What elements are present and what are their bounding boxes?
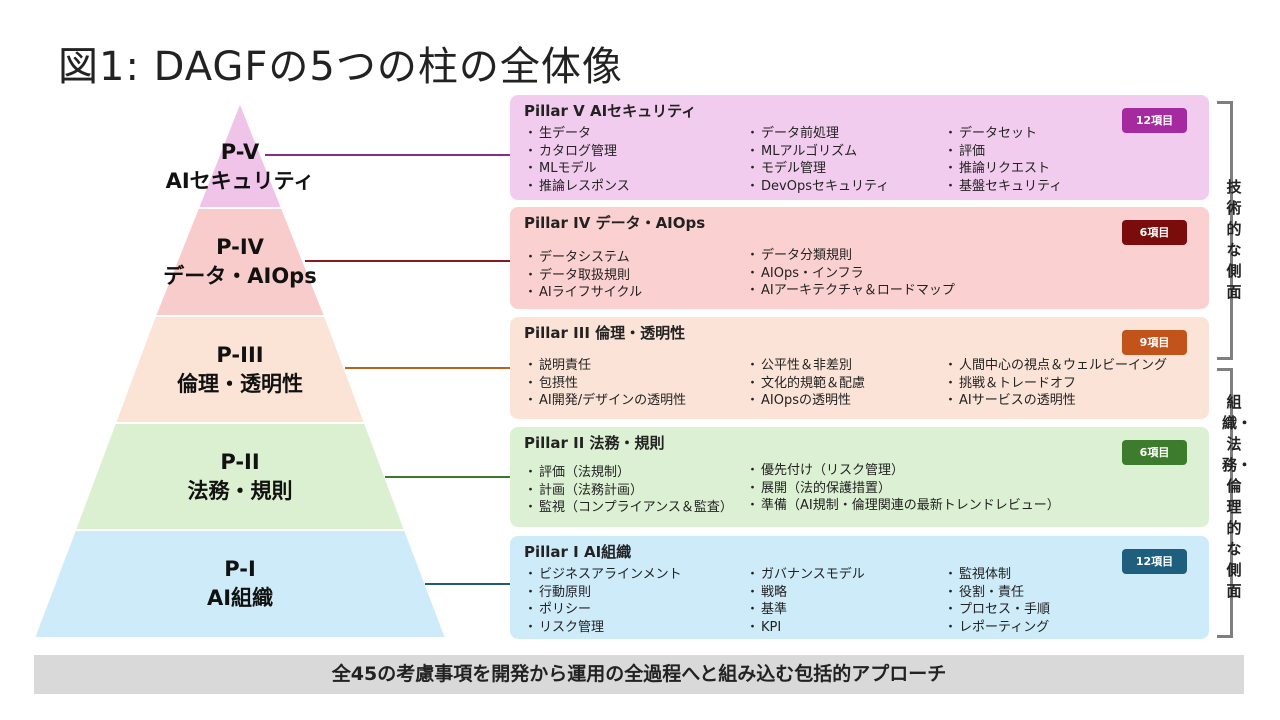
list-item: データ取扱規則 <box>524 267 642 285</box>
list-item: 生データ <box>524 125 630 143</box>
pillar-card-title: Pillar III 倫理・透明性 <box>524 324 686 342</box>
item-column: 公平性＆非差別 文化的規範＆配慮 AIOpsの透明性 <box>746 357 865 410</box>
pyramid-label-id: P-V <box>220 140 260 164</box>
list-item: 包摂性 <box>524 375 686 393</box>
pyramid-label-name: データ・AIOps <box>163 264 317 288</box>
item-column: 人間中心の視点＆ウェルビーイング 挑戦＆トレードオフ AIサービスの透明性 <box>944 357 1167 410</box>
item-column: データ分類規則 AIOps・インフラ AIアーキテクチャ＆ロードマップ <box>746 247 955 300</box>
item-count-badge: 12項目 <box>1122 108 1187 133</box>
list-item: 推論リクエスト <box>944 160 1062 178</box>
pyramid-label-4: P-IV データ・AIOps <box>110 233 370 291</box>
organizational-bracket <box>1217 368 1233 638</box>
item-column: データシステム データ取扱規則 AIライフサイクル <box>524 249 642 302</box>
list-item: 準備（AI規制・倫理関連の最新トレンドレビュー） <box>746 497 1060 515</box>
list-item: 計画（法務計画） <box>524 482 733 500</box>
pyramid-layer-1 <box>32 529 448 639</box>
list-item: MLモデル <box>524 160 630 178</box>
item-column: 生データ カタログ管理 MLモデル 推論レスポンス <box>524 125 630 195</box>
pyramid-label-2: P-II 法務・規則 <box>110 448 370 506</box>
list-item: 戦略 <box>746 584 865 602</box>
item-count-badge: 6項目 <box>1122 440 1187 465</box>
pillar-card-2: Pillar II 法務・規則 6項目 評価（法規制） 計画（法務計画） 監視（… <box>510 427 1209 527</box>
technical-bracket <box>1217 101 1233 360</box>
list-item: MLアルゴリズム <box>746 143 889 161</box>
list-item: AIOpsの透明性 <box>746 392 865 410</box>
list-item: 展開（法的保護措置） <box>746 480 1060 498</box>
item-column: 優先付け（リスク管理） 展開（法的保護措置） 準備（AI規制・倫理関連の最新トレ… <box>746 462 1060 515</box>
item-column: データセット 評価 推論リクエスト 基盤セキュリティ <box>944 125 1062 195</box>
list-item: ビジネスアラインメント <box>524 566 682 584</box>
pyramid-label-name: 法務・規則 <box>187 479 293 503</box>
list-item: 推論レスポンス <box>524 178 630 196</box>
pyramid-label-id: P-III <box>216 343 264 367</box>
list-item: AIアーキテクチャ＆ロードマップ <box>746 282 955 300</box>
list-item: AIライフサイクル <box>524 284 642 302</box>
pillar-card-title: Pillar IV データ・AIOps <box>524 214 706 232</box>
list-item: 行動原則 <box>524 584 682 602</box>
pyramid-label-name: 倫理・透明性 <box>177 372 303 396</box>
item-count-badge: 6項目 <box>1122 220 1187 245</box>
list-item: 説明責任 <box>524 357 686 375</box>
list-item: データ前処理 <box>746 125 889 143</box>
list-item: 監視（コンプライアンス＆監査） <box>524 499 733 517</box>
list-item: 公平性＆非差別 <box>746 357 865 375</box>
list-item: 役割・責任 <box>944 584 1050 602</box>
item-column: データ前処理 MLアルゴリズム モデル管理 DevOpsセキュリティ <box>746 125 889 195</box>
pillar-card-title: Pillar V AIセキュリティ <box>524 102 697 120</box>
pillar-card-title: Pillar II 法務・規則 <box>524 434 665 452</box>
list-item: DevOpsセキュリティ <box>746 178 889 196</box>
list-item: 優先付け（リスク管理） <box>746 462 1060 480</box>
summary-banner: 全45の考慮事項を開発から運用の全過程へと組み込む包括的アプローチ <box>34 655 1244 694</box>
item-column: 監視体制 役割・責任 プロセス・手順 レポーティング <box>944 566 1050 636</box>
pillar-card-title: Pillar I AI組織 <box>524 543 632 561</box>
pillar-card-3: Pillar III 倫理・透明性 9項目 説明責任 包摂性 AI開発/デザイン… <box>510 317 1209 419</box>
organizational-aspect-label: 組織・法務・倫理的な側面 <box>1222 393 1253 600</box>
list-item: 評価（法規制） <box>524 464 733 482</box>
item-column: ビジネスアラインメント 行動原則 ポリシー リスク管理 <box>524 566 682 636</box>
pyramid-label-id: P-IV <box>216 235 264 259</box>
list-item: KPI <box>746 619 865 637</box>
list-item: データセット <box>944 125 1062 143</box>
pyramid-label-5: P-V AIセキュリティ <box>110 138 370 196</box>
item-column: 評価（法規制） 計画（法務計画） 監視（コンプライアンス＆監査） <box>524 464 733 517</box>
list-item: 人間中心の視点＆ウェルビーイング <box>944 357 1167 375</box>
list-item: 文化的規範＆配慮 <box>746 375 865 393</box>
list-item: プロセス・手順 <box>944 601 1050 619</box>
technical-aspect-label: 技術的な側面 <box>1226 178 1242 301</box>
pillar-card-4: Pillar IV データ・AIOps 6項目 データシステム データ取扱規則 … <box>510 207 1209 309</box>
item-count-badge: 12項目 <box>1122 549 1187 574</box>
list-item: 評価 <box>944 143 1062 161</box>
list-item: レポーティング <box>944 619 1050 637</box>
list-item: AIOps・インフラ <box>746 265 955 283</box>
pyramid-label-1: P-I AI組織 <box>110 555 370 613</box>
pyramid-label-id: P-I <box>224 557 256 581</box>
pyramid-label-name: AI組織 <box>206 586 274 610</box>
list-item: カタログ管理 <box>524 143 630 161</box>
list-item: データシステム <box>524 249 642 267</box>
list-item: ポリシー <box>524 601 682 619</box>
list-item: ガバナンスモデル <box>746 566 865 584</box>
page-title: 図1: DAGFの5つの柱の全体像 <box>58 44 623 90</box>
list-item: 監視体制 <box>944 566 1050 584</box>
item-column: 説明責任 包摂性 AI開発/デザインの透明性 <box>524 357 686 410</box>
pyramid-label-3: P-III 倫理・透明性 <box>110 341 370 399</box>
list-item: リスク管理 <box>524 619 682 637</box>
list-item: AIサービスの透明性 <box>944 392 1167 410</box>
list-item: AI開発/デザインの透明性 <box>524 392 686 410</box>
list-item: 挑戦＆トレードオフ <box>944 375 1167 393</box>
item-count-badge: 9項目 <box>1122 330 1187 355</box>
pillar-card-1: Pillar I AI組織 12項目 ビジネスアラインメント 行動原則 ポリシー… <box>510 536 1209 639</box>
pyramid-label-id: P-II <box>220 450 260 474</box>
list-item: 基準 <box>746 601 865 619</box>
list-item: 基盤セキュリティ <box>944 178 1062 196</box>
pyramid-label-name: AIセキュリティ <box>165 169 315 193</box>
item-column: ガバナンスモデル 戦略 基準 KPI <box>746 566 865 636</box>
pillar-card-5: Pillar V AIセキュリティ 12項目 生データ カタログ管理 MLモデル… <box>510 95 1209 200</box>
list-item: データ分類規則 <box>746 247 955 265</box>
list-item: モデル管理 <box>746 160 889 178</box>
